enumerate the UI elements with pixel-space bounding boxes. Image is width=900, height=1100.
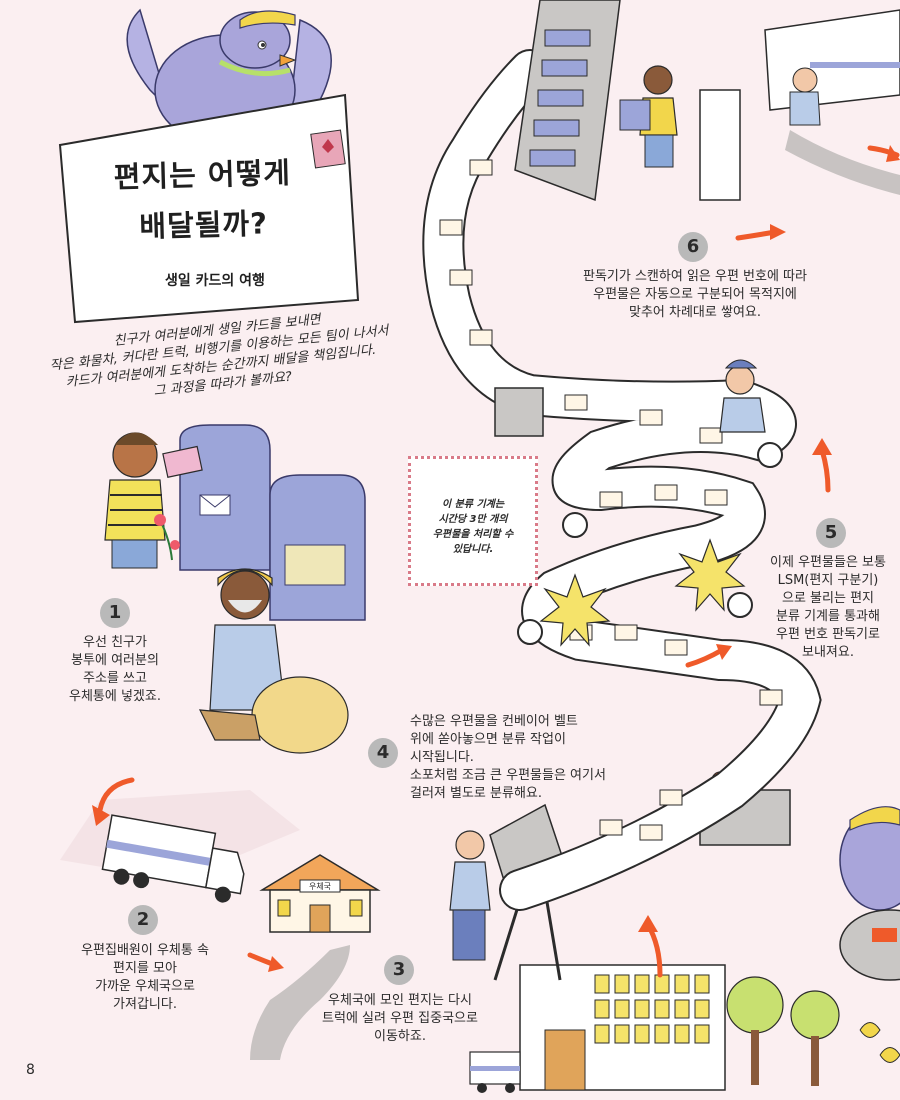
- step-2-text: 우편집배원이 우체통 속 편지를 모아 가까운 우체국으로 가져갑니다.: [65, 942, 225, 1014]
- note-line: 우편물을 처리할 수: [432, 529, 514, 540]
- step-line: 주소를 쓰고: [83, 671, 147, 686]
- step-6-text: 판독기가 스캔하여 읽은 우편 번호에 따라 우편물은 자동으로 구분되어 목적…: [550, 268, 840, 322]
- note-line: 있답니다.: [452, 544, 494, 555]
- step-line: 봉투에 여러분의: [71, 653, 159, 668]
- operator-figure: [449, 830, 491, 961]
- fact-note: 이 분류 기계는 시간당 3만 개의 우편물을 처리할 수 있답니다.: [408, 456, 538, 586]
- postal-worker-figure: [198, 568, 349, 754]
- sorting-center-building: [519, 964, 726, 1091]
- step-line: 수많은 우편물을 컨베이어 벨트: [410, 714, 578, 729]
- step-line: 우편물은 자동으로 구분되어 목적지에: [593, 287, 797, 302]
- step-4-text: 수많은 우편물을 컨베이어 벨트 위에 쏟아놓으면 분류 작업이 시작됩니다. …: [410, 713, 640, 803]
- step-4-number: 4: [368, 738, 398, 768]
- pigeon-bottom-right: [839, 806, 900, 981]
- page-number: 8: [26, 1062, 35, 1078]
- note-line: 시간당 3만 개의: [438, 514, 508, 525]
- truck-illustration: [101, 814, 245, 903]
- step-line: 소포처럼 조금 큰 우편물들은 여기서: [410, 768, 606, 783]
- arrow-icon: [97, 777, 135, 813]
- step-line: 트럭에 실려 우편 집중국으로: [322, 1011, 478, 1026]
- page-title: 편지는 어떻게 배달될까?: [77, 147, 330, 254]
- step-line: 우편집배원이 우체통 속: [81, 943, 209, 958]
- conveyor-belt: [422, 49, 822, 911]
- step-line: LSM(편지 구분기): [777, 573, 879, 588]
- road-top: [785, 130, 900, 195]
- step-line: 위에 쏟아놓으면 분류 작업이: [410, 732, 566, 747]
- post-office-building: [259, 854, 381, 933]
- trees: [726, 976, 840, 1086]
- arrow-icon: [735, 229, 778, 241]
- step-line: 으로 불리는 편지: [782, 591, 874, 606]
- road: [250, 945, 350, 1060]
- arrow-icon: [819, 447, 831, 493]
- title-line-2: 배달될까?: [138, 206, 269, 244]
- page-subtitle: 생일 카드의 여행: [165, 273, 265, 289]
- conveyor-worker-figure: [719, 359, 766, 433]
- step-5-text: 이제 우편물들은 보통 LSM(편지 구분기) 으로 불리는 편지 분류 기계를…: [758, 554, 898, 662]
- step-3-text: 우체국에 모인 편지는 다시 트럭에 실려 우편 집중국으로 이동하죠.: [300, 992, 500, 1046]
- small-truck-illustration: [469, 1051, 521, 1093]
- letter-card: [58, 93, 360, 324]
- arrow-heads: [92, 145, 900, 972]
- delivery-truck-top-right: [764, 9, 900, 126]
- step-line: 우체통에 넣겠죠.: [69, 689, 161, 704]
- title-line-1: 편지는 어떻게: [113, 155, 292, 195]
- step-line: 분류 기계를 통과해: [776, 609, 880, 624]
- step-5-number: 5: [816, 518, 846, 548]
- step-3-number: 3: [384, 955, 414, 985]
- step-2-number: 2: [128, 905, 158, 935]
- step-line: 가져갑니다.: [113, 997, 177, 1012]
- scanner-starbursts: [494, 387, 746, 647]
- step-line: 보내져요.: [802, 645, 854, 660]
- step-line: 걸러져 별도로 분류해요.: [410, 786, 542, 801]
- step-line: 이동하죠.: [374, 1029, 426, 1044]
- step-line: 편지를 모아: [113, 961, 177, 976]
- fact-note-text: 이 분류 기계는 시간당 3만 개의 우편물을 처리할 수 있답니다.: [419, 497, 527, 557]
- rack-worker-figure: [619, 65, 678, 168]
- mailboxes: [179, 424, 366, 621]
- post-office-sign: 우체국: [309, 881, 331, 891]
- note-line: 이 분류 기계는: [441, 499, 505, 510]
- child-figure: [104, 432, 203, 569]
- step-line: 이제 우편물들은 보통: [770, 555, 886, 570]
- step-line: 우선 친구가: [83, 635, 147, 650]
- step-line: 우체국에 모인 편지는 다시: [328, 993, 472, 1008]
- step-1-number: 1: [100, 598, 130, 628]
- step-line: 시작됩니다.: [410, 750, 474, 765]
- step-line: 판독기가 스캔하여 읽은 우편 번호에 따라: [583, 269, 807, 284]
- step-line: 가까운 우체국으로: [95, 979, 195, 994]
- step-line: 우편 번호 판독기로: [776, 627, 880, 642]
- step-1-text: 우선 친구가 봉투에 여러분의 주소를 쓰고 우체통에 넣겠죠.: [50, 634, 180, 706]
- flowers: [154, 514, 900, 1063]
- step-6-number: 6: [678, 232, 708, 262]
- step-line: 맞추어 차례대로 쌓여요.: [629, 305, 761, 320]
- sorting-racks: [514, 0, 741, 202]
